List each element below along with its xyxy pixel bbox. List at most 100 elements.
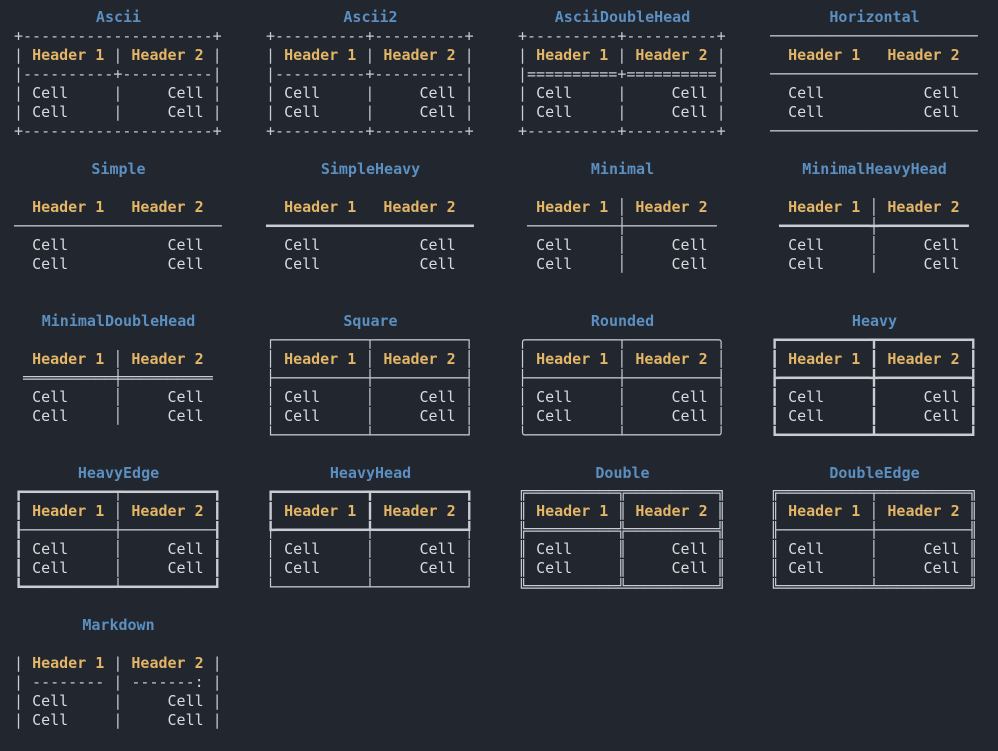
table-line: └──────────┴──────────┘ bbox=[266, 578, 475, 597]
table-line: Cell Cell bbox=[266, 255, 475, 274]
border-segment: | bbox=[14, 654, 33, 672]
table-line: │ Header 1 │ Header 2 │ bbox=[518, 350, 727, 369]
table-line: | Header 1 | Header 2 | bbox=[14, 654, 223, 673]
border-segment: │ bbox=[608, 350, 636, 368]
cell-text: Cell bbox=[536, 559, 573, 577]
border-segment: | bbox=[203, 711, 222, 729]
cell-text: Cell bbox=[671, 103, 708, 121]
border-segment: ┃ bbox=[203, 540, 222, 558]
table-line: +----------+----------+ bbox=[518, 122, 727, 141]
border-segment: +---------------------+ bbox=[14, 122, 222, 140]
border-segment bbox=[266, 198, 284, 216]
border-segment: ├──────────┼──────────┤ bbox=[518, 369, 726, 387]
table-title: MinimalDoubleHead bbox=[41, 312, 196, 330]
table-line: Cell │ Cell bbox=[770, 236, 979, 255]
table-line: Cell Cell bbox=[266, 236, 475, 255]
border-segment: ┃ bbox=[824, 388, 924, 406]
border-segment: | bbox=[608, 46, 636, 64]
border-segment: ║ bbox=[572, 559, 672, 577]
table-line: ║ Cell │ Cell ║ bbox=[770, 540, 979, 559]
header-cell-text: Header 2 bbox=[887, 350, 960, 368]
cell-text: Cell bbox=[923, 407, 960, 425]
border-segment bbox=[960, 198, 978, 216]
header-cell-text: Header 1 bbox=[536, 46, 609, 64]
border-segment bbox=[456, 236, 474, 254]
border-segment: │ bbox=[824, 255, 924, 273]
table-line: |----------+----------| bbox=[14, 65, 223, 84]
table-line: │ Cell │ Cell │ bbox=[266, 407, 475, 426]
header-cell-text: Header 1 bbox=[788, 46, 861, 64]
header-cell-text: Header 2 bbox=[383, 502, 456, 520]
border-segment: │ bbox=[518, 388, 537, 406]
table-line: ──────────┼────────── bbox=[518, 217, 727, 236]
border-segment: ║ bbox=[518, 559, 537, 577]
table-line: Header 1 Header 2 bbox=[770, 46, 979, 65]
border-segment bbox=[204, 255, 222, 273]
cell-text: Cell bbox=[167, 559, 204, 577]
border-segment: | bbox=[14, 46, 33, 64]
border-segment: | bbox=[707, 46, 726, 64]
border-segment: ┃ bbox=[455, 502, 474, 520]
border-segment: | bbox=[68, 711, 168, 729]
border-segment: ║ bbox=[770, 540, 789, 558]
border-segment: ├──────────┼──────────┤ bbox=[266, 369, 474, 387]
header-cell-text: Header 1 bbox=[284, 350, 357, 368]
table-line: Header 1 │ Header 2 bbox=[770, 198, 979, 217]
border-segment: │ bbox=[68, 540, 168, 558]
border-segment bbox=[204, 388, 222, 406]
border-segment bbox=[14, 407, 32, 425]
border-segment: ┠──────────┼──────────┨ bbox=[14, 521, 222, 539]
border-segment: ━━━━━━━━━━┿━━━━━━━━━━ bbox=[770, 217, 978, 235]
table-line: ┏━━━━━━━━━━┯━━━━━━━━━━┓ bbox=[14, 483, 223, 502]
table-line: | Header 1 | Header 2 | bbox=[14, 46, 223, 65]
border-segment: | bbox=[14, 103, 33, 121]
table-line: Cell Cell bbox=[14, 236, 223, 255]
cell-text: Cell bbox=[788, 540, 825, 558]
cell-text: Cell bbox=[167, 255, 204, 273]
header-cell-text: Header 2 bbox=[131, 654, 204, 672]
table-blank-line bbox=[14, 179, 223, 198]
border-segment: │ bbox=[104, 350, 132, 368]
cell-text: Cell bbox=[284, 84, 321, 102]
table-line: ─────────────────────── bbox=[14, 217, 223, 236]
border-segment bbox=[518, 236, 536, 254]
box-style-table-minimal: Minimal Header 1 │ Header 2 ──────────┼─… bbox=[518, 160, 727, 293]
header-cell-text: Header 2 bbox=[635, 350, 708, 368]
table-line: ─────────────────────── bbox=[770, 27, 979, 46]
table-title: Minimal bbox=[590, 160, 655, 178]
table-line: │ Cell │ Cell │ bbox=[518, 407, 727, 426]
border-segment: │ bbox=[707, 350, 726, 368]
table-line: | Cell | Cell | bbox=[14, 692, 223, 711]
table-line: | Cell | Cell | bbox=[14, 84, 223, 103]
border-segment: ║ bbox=[518, 502, 537, 520]
border-segment: | bbox=[518, 46, 537, 64]
cell-text: Cell bbox=[788, 388, 825, 406]
border-segment bbox=[204, 236, 222, 254]
table-line: ╚══════════╩══════════╝ bbox=[518, 578, 727, 597]
cell-text: Cell bbox=[284, 540, 321, 558]
cell-text: Cell bbox=[419, 103, 456, 121]
cell-text: Cell bbox=[284, 559, 321, 577]
border-segment: │ bbox=[266, 350, 285, 368]
border-segment bbox=[770, 236, 788, 254]
cell-text: Cell bbox=[419, 236, 456, 254]
border-segment: │ bbox=[518, 407, 537, 425]
table-title: AsciiDoubleHead bbox=[554, 8, 691, 26]
cell-text: Cell bbox=[167, 692, 204, 710]
header-cell-text: Header 2 bbox=[383, 198, 456, 216]
border-segment: │ bbox=[455, 540, 474, 558]
border-segment bbox=[14, 255, 32, 273]
cell-text: Cell bbox=[167, 711, 204, 729]
table-line: ├──────────┼──────────┤ bbox=[518, 369, 727, 388]
border-segment: ║ bbox=[770, 502, 789, 520]
border-segment: ─────────────────────── bbox=[770, 27, 978, 45]
table-line: ─────────────────────── bbox=[770, 122, 979, 141]
table-blank-line bbox=[14, 635, 223, 654]
border-segment: ║ bbox=[707, 502, 726, 520]
table-blank-line bbox=[14, 730, 223, 749]
header-cell-text: Header 1 bbox=[32, 502, 105, 520]
cell-text: Cell bbox=[419, 540, 456, 558]
border-segment bbox=[960, 255, 978, 273]
table-title: DoubleEdge bbox=[829, 464, 920, 482]
